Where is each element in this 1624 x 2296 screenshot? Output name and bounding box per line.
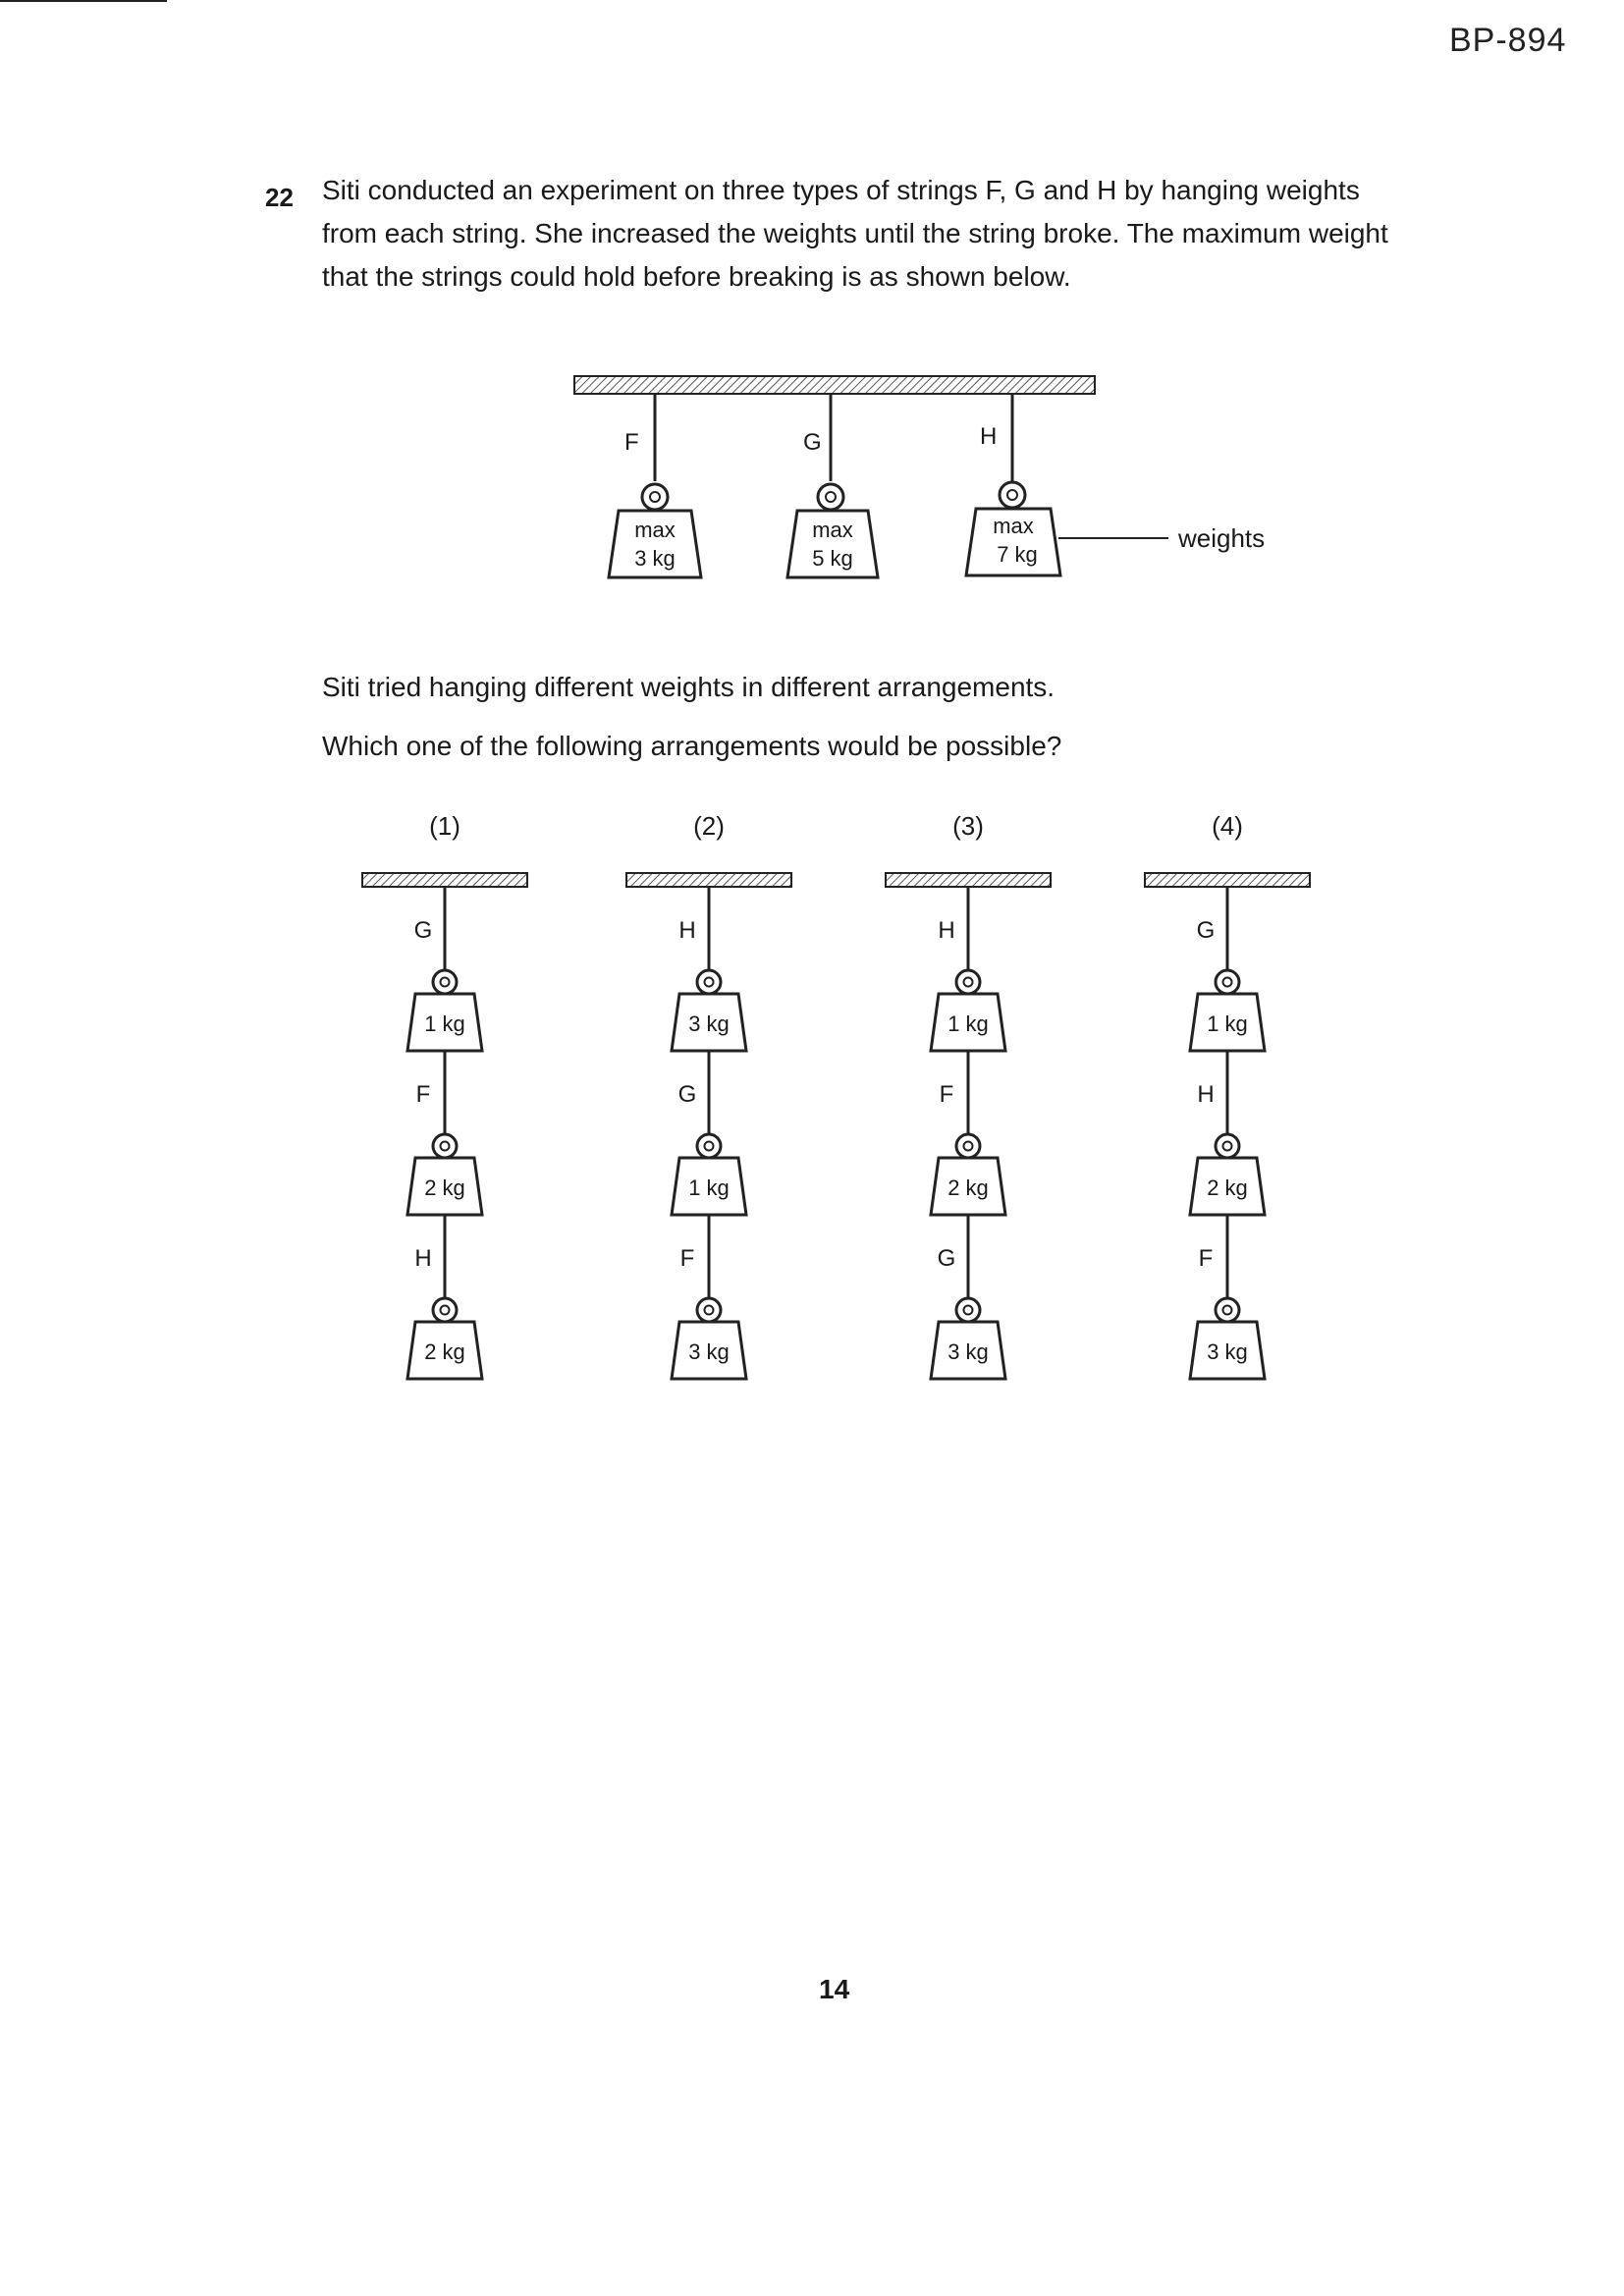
weight-label-line2: 7 kg — [997, 542, 1038, 567]
hook-icon — [954, 1296, 982, 1324]
string-label: F — [680, 1245, 695, 1272]
weight-icon — [607, 509, 703, 579]
weight-icon — [406, 992, 484, 1053]
string-label: F — [416, 1081, 431, 1108]
option-label: (1) — [429, 811, 460, 841]
string-label: H — [678, 917, 695, 944]
hook-icon — [954, 968, 982, 996]
weight-icon — [1188, 992, 1267, 1053]
string-f: F max 3 kg — [607, 394, 703, 579]
weight-label: 1 kg — [688, 1175, 730, 1200]
weight-icon — [929, 1320, 1007, 1381]
hook-icon — [816, 482, 845, 512]
weight-icon — [929, 992, 1007, 1053]
option-label: (4) — [1212, 811, 1243, 841]
options-group: (1) G 1 kg F 2 kg H 2 kg (2) H 3 kg G 1 kg F 3 kg (3) H… — [361, 811, 1311, 1381]
option-label: (3) — [952, 811, 984, 841]
weight-label: 1 kg — [1207, 1011, 1248, 1036]
page-number: 14 — [819, 1974, 850, 2004]
callout-label: weights — [1177, 523, 1265, 553]
weight-icon — [929, 1156, 1007, 1217]
string-label: F — [1199, 1245, 1214, 1272]
option-2: (2) H 3 kg G 1 kg F 3 kg — [625, 811, 792, 1381]
string-g: G max 5 kg — [785, 394, 880, 579]
weight-label: 3 kg — [1207, 1339, 1248, 1364]
hook-icon — [431, 1132, 459, 1160]
weight-label: 1 kg — [947, 1011, 989, 1036]
string-label: G — [678, 1081, 697, 1108]
option-beam — [1144, 872, 1311, 888]
hook-icon — [1214, 1296, 1241, 1324]
weight-icon — [406, 1320, 484, 1381]
string-label: F — [940, 1081, 954, 1108]
exam-code: BP-894 — [1449, 22, 1567, 59]
question-text: Siti conducted an experiment on three ty… — [322, 175, 1388, 292]
weight-icon — [785, 509, 880, 579]
hook-icon — [695, 1132, 723, 1160]
hook-icon — [640, 482, 670, 512]
weight-label: 3 kg — [947, 1339, 989, 1364]
weight-icon — [1188, 1156, 1267, 1217]
weight-label: 2 kg — [947, 1175, 989, 1200]
string-h: H max 7 kg — [964, 394, 1062, 577]
option-beam — [885, 872, 1052, 888]
string-label: G — [803, 429, 822, 456]
question-number: 22 — [265, 183, 294, 212]
support-beam — [573, 375, 1096, 395]
weight-label-line1: max — [634, 518, 676, 542]
hook-icon — [998, 480, 1027, 510]
weight-label: 2 kg — [424, 1339, 465, 1364]
strings-diagram: F max 3 kg G max 5 kg H max 7 kg weights… — [361, 375, 1311, 1381]
weight-icon — [670, 992, 748, 1053]
option-beam — [361, 872, 528, 888]
weight-label: 1 kg — [424, 1011, 465, 1036]
weight-label-line2: 3 kg — [634, 546, 676, 571]
weight-label: 3 kg — [688, 1339, 730, 1364]
option-3: (3) H 1 kg F 2 kg G 3 kg — [885, 811, 1052, 1381]
weight-icon — [670, 1320, 748, 1381]
paragraph-arrangements: Siti tried hanging different weights in … — [322, 672, 1056, 702]
option-beam — [625, 872, 792, 888]
weight-label: 2 kg — [1207, 1175, 1248, 1200]
hook-icon — [431, 968, 459, 996]
option-label: (2) — [693, 811, 725, 841]
weight-label-line1: max — [812, 518, 853, 542]
string-label: H — [1197, 1081, 1214, 1108]
weight-label: 2 kg — [424, 1175, 465, 1200]
weight-icon — [964, 507, 1062, 577]
string-label: G — [1197, 917, 1216, 944]
string-label: H — [938, 917, 954, 944]
weight-label: 3 kg — [688, 1011, 730, 1036]
option-1: (1) G 1 kg F 2 kg H 2 kg — [361, 811, 528, 1381]
string-label: G — [414, 917, 433, 944]
string-label: F — [624, 429, 639, 456]
hook-icon — [1214, 1132, 1241, 1160]
weight-icon — [1188, 1320, 1267, 1381]
string-label: H — [414, 1245, 431, 1272]
weight-icon — [406, 1156, 484, 1217]
top-rule — [0, 0, 167, 2]
hook-icon — [695, 1296, 723, 1324]
hook-icon — [954, 1132, 982, 1160]
hook-icon — [431, 1296, 459, 1324]
weight-label-line1: max — [993, 514, 1034, 538]
string-label: G — [938, 1245, 956, 1272]
weight-icon — [670, 1156, 748, 1217]
option-4: (4) G 1 kg H 2 kg F 3 kg — [1144, 811, 1311, 1381]
weight-label-line2: 5 kg — [812, 546, 853, 571]
hook-icon — [1214, 968, 1241, 996]
hook-icon — [695, 968, 723, 996]
paragraph-question: Which one of the following arrangements … — [322, 731, 1062, 761]
string-label: H — [980, 423, 997, 450]
